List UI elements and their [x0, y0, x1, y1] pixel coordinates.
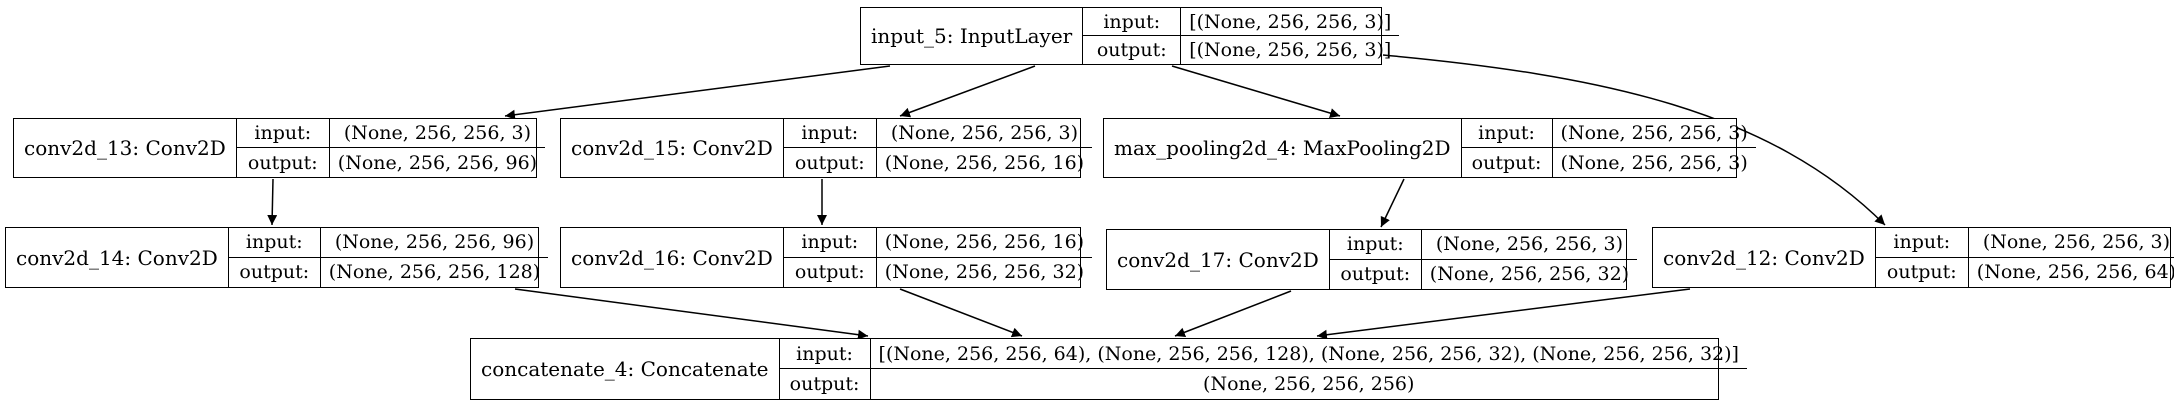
output-label: output: [1876, 257, 1969, 287]
node-input-layer: input_5: InputLayer input: [(None, 256, … [860, 7, 1400, 65]
node-conv2d-14: conv2d_14: Conv2D input: (None, 256, 256… [5, 227, 549, 288]
input-shape: (None, 256, 256, 3) [1421, 230, 1638, 260]
edge-conv2d_16-to-concatenate_4 [899, 288, 1023, 338]
node-conv2d-16: conv2d_16: Conv2D input: (None, 256, 256… [560, 227, 1093, 288]
output-shape: (None, 256, 256, 16) [884, 151, 1085, 174]
edge-conv2d_12-to-concatenate_4 [1316, 288, 1691, 340]
output-shape: (None, 256, 256, 3) [1560, 151, 1748, 174]
node-conv2d-15: conv2d_15: Conv2D input: (None, 256, 256… [560, 118, 1093, 178]
node-title: conv2d_13: Conv2D [14, 119, 237, 177]
edge-conv2d_14-to-concatenate_4 [514, 288, 869, 340]
input-shape: (None, 256, 256, 3) [1552, 119, 1756, 148]
edge-input_5-to-conv2d_13 [504, 65, 891, 120]
output-shape: (None, 256, 256, 128) [328, 261, 541, 284]
node-title: concatenate_4: Concatenate [471, 339, 780, 399]
input-shape: [(None, 256, 256, 64), (None, 256, 256, … [870, 339, 1747, 369]
input-label: input: [1875, 228, 1969, 258]
input-label: input: [783, 228, 877, 258]
node-conv2d-17: conv2d_17: Conv2D input: (None, 256, 256… [1106, 229, 1638, 290]
input-shape: (None, 256, 256, 3) [876, 119, 1093, 148]
output-shape: (None, 256, 256, 32) [1429, 263, 1630, 286]
input-label: input: [1461, 119, 1553, 148]
output-label: output: [229, 257, 321, 287]
output-label: output: [1330, 259, 1422, 289]
output-shape: (None, 256, 256, 256) [1203, 373, 1415, 395]
node-title: conv2d_12: Conv2D [1653, 228, 1876, 287]
output-label: output: [780, 369, 871, 399]
output-label: output: [784, 257, 877, 287]
output-shape: [(None, 256, 256, 3)] [1189, 39, 1392, 61]
input-shape: (None, 256, 256, 16) [876, 228, 1093, 258]
input-shape: (None, 256, 256, 3) [1968, 228, 2174, 258]
output-label: output: [1462, 148, 1553, 177]
edge-conv2d_13-to-conv2d_14 [267, 178, 278, 226]
input-label: input: [783, 119, 877, 148]
edge-input_5-to-conv2d_12 [1382, 54, 1886, 226]
node-conv2d-12: conv2d_12: Conv2D input: (None, 256, 256… [1652, 227, 2174, 288]
node-max-pooling2d-4: max_pooling2d_4: MaxPooling2D input: (No… [1103, 118, 1756, 178]
input-shape: (None, 256, 256, 3) [329, 119, 546, 148]
node-concatenate-4: concatenate_4: Concatenate input: [(None… [470, 338, 1747, 400]
output-label: output: [1083, 36, 1182, 64]
node-title: conv2d_14: Conv2D [6, 228, 229, 287]
output-label: output: [237, 148, 330, 177]
output-shape: (None, 256, 256, 32) [884, 261, 1085, 284]
node-title: conv2d_16: Conv2D [561, 228, 784, 287]
node-title: input_5: InputLayer [861, 8, 1084, 64]
edge-input_5-to-max_pooling2d_4 [1171, 65, 1341, 118]
output-shape: (None, 256, 256, 96) [337, 151, 538, 174]
input-label: input: [236, 119, 330, 148]
input-shape: [(None, 256, 256, 3)] [1181, 8, 1400, 36]
edge-conv2d_17-to-concatenate_4 [1174, 290, 1292, 338]
output-shape: (None, 256, 256, 64) [1976, 261, 2174, 284]
input-label: input: [779, 339, 871, 369]
node-title: conv2d_17: Conv2D [1107, 230, 1330, 289]
output-label: output: [784, 148, 877, 177]
edge-max_pooling2d_4-to-conv2d_17 [1380, 178, 1405, 228]
input-shape: (None, 256, 256, 96) [320, 228, 549, 258]
input-label: input: [228, 228, 321, 258]
node-title: conv2d_15: Conv2D [561, 119, 784, 177]
input-label: input: [1083, 8, 1182, 36]
input-label: input: [1329, 230, 1422, 260]
node-conv2d-13: conv2d_13: Conv2D input: (None, 256, 256… [13, 118, 546, 178]
node-title: max_pooling2d_4: MaxPooling2D [1104, 119, 1462, 177]
edge-input_5-to-conv2d_15 [899, 65, 1036, 118]
